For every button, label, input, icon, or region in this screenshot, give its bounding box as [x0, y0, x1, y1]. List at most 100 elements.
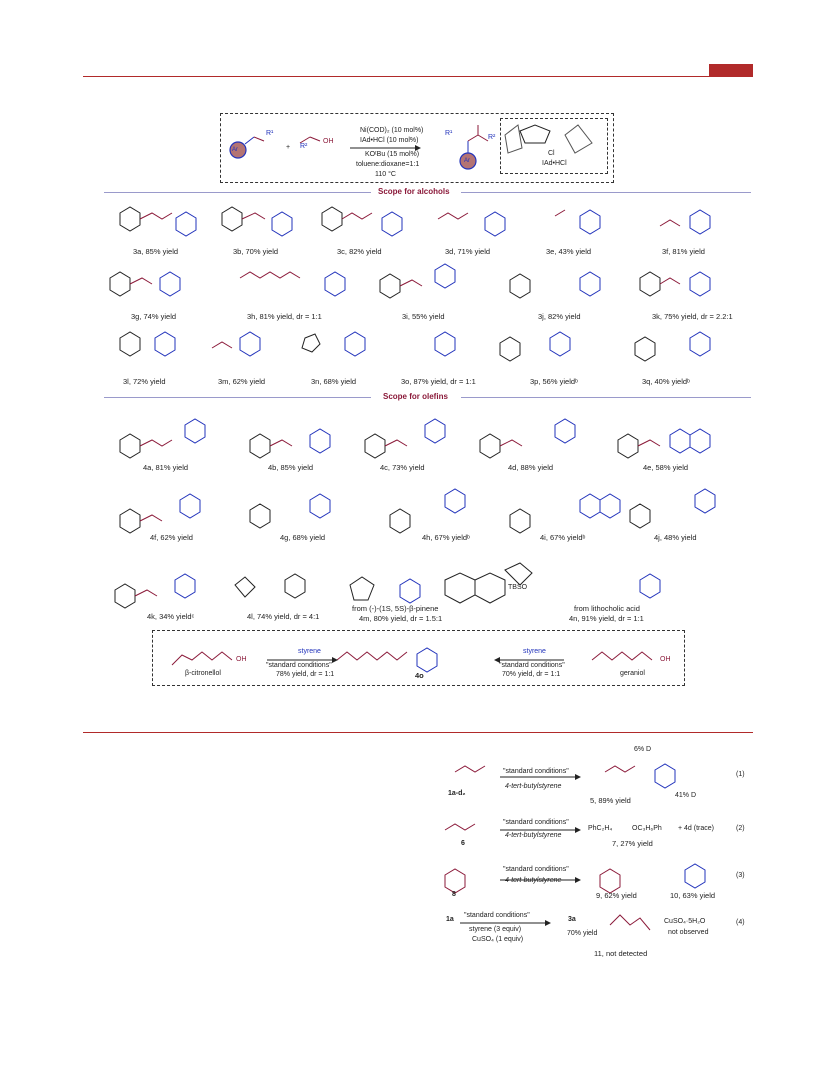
compound-3k-label: 3k, 75% yield, dr = 2.2:1 — [652, 312, 733, 321]
eq4-p2: 11, not detected — [594, 949, 648, 958]
olefin-scope-structures — [114, 418, 716, 609]
eq2-sm: 6 — [461, 840, 465, 847]
compound-3b-label: 3b, 70% yield — [233, 247, 279, 256]
eq2-cond1: "standard conditions" — [503, 819, 569, 826]
compound-4j-label: 4j, 48% yield — [654, 533, 697, 542]
eq3-num: (3) — [736, 872, 745, 879]
eq4-cond1: "standard conditions" — [464, 912, 530, 919]
eq4-cond3: CuSO₄ (1 equiv) — [472, 936, 524, 943]
compound-3c-label: 3c, 82% yield — [337, 247, 382, 256]
general-scheme-box — [220, 113, 614, 183]
eq1-cond1: "standard conditions" — [503, 768, 569, 775]
alcohol-scope-structures — [109, 206, 711, 362]
compound-4a-label: 4a, 81% yield — [143, 463, 189, 472]
eq4-p3a: CuSO₄·5H₂O — [664, 918, 706, 925]
compound-4l-label: 4l, 74% yield, dr = 4:1 — [247, 612, 320, 621]
scheme-r2: R² — [300, 143, 308, 150]
yield-right: 70% yield, dr = 1:1 — [502, 671, 561, 678]
styrene-right: styrene — [523, 648, 546, 655]
condition-4: toluene:dioxane=1:1 — [356, 161, 420, 168]
tbso-label: TBSO — [508, 584, 528, 591]
compound-3j-label: 3j, 82% yield — [538, 312, 581, 321]
compound-3f-label: 3f, 81% yield — [662, 247, 705, 256]
mechanism-structures — [444, 763, 706, 931]
eq3-prod2: 10, 63% yield — [670, 891, 716, 900]
eq4-p1: 3a — [568, 916, 576, 923]
ligand-box — [500, 118, 608, 174]
ligand-cl: Cl — [548, 150, 555, 157]
citronellol-name: β-citronellol — [185, 670, 221, 677]
geraniol-oh: OH — [660, 656, 671, 663]
compound-3h-label: 3h, 81% yield, dr = 1:1 — [247, 312, 322, 321]
compound-3d-label: 3d, 71% yield — [445, 247, 491, 256]
compound-4d-label: 4d, 88% yield — [508, 463, 554, 472]
eq1-sm: 1a-d₂ — [448, 790, 466, 797]
compound-4n-source: from lithocholic acid — [574, 604, 640, 613]
scheme-prod-r1: R¹ — [445, 130, 453, 137]
scheme-prod-r2: R² — [488, 134, 496, 141]
eq2-formula: PhC₂H₄ — [588, 825, 613, 832]
condition-3: KOᵗBu (15 mol%) — [365, 151, 420, 158]
compound-4g-label: 4g, 68% yield — [280, 533, 326, 542]
compound-4b-label: 4b, 85% yield — [268, 463, 314, 472]
olefins-rule-left — [104, 397, 371, 398]
ligand-label: IAd•HCl — [542, 160, 567, 167]
eq4-num: (4) — [736, 919, 745, 926]
eq2-cond2: 4-tert-butylstyrene — [505, 832, 562, 839]
header-page-tab — [709, 64, 753, 77]
scheme-ar-right: Ar — [464, 158, 470, 164]
compound-4o-label: 4o — [415, 671, 424, 680]
eq1-d41: 41% D — [675, 792, 697, 799]
compound-3i-label: 3i, 55% yield — [402, 312, 445, 321]
yield-left: 78% yield, dr = 1:1 — [276, 671, 335, 678]
terpene-structures — [171, 647, 653, 673]
compound-4f-label: 4f, 62% yield — [150, 533, 193, 542]
alcohols-rule-left — [104, 192, 371, 193]
compound-4k-label: 4k, 34% yieldᶜ — [147, 612, 195, 621]
alcohols-rule-right — [461, 192, 751, 193]
compound-3n-label: 3n, 68% yield — [311, 377, 357, 386]
compound-3o-label: 3o, 87% yield, dr = 1:1 — [401, 377, 476, 386]
compound-3a-label: 3a, 85% yield — [133, 247, 179, 256]
compound-3p-label: 3p, 56% yieldᵇ — [530, 377, 578, 386]
styrene-left: styrene — [298, 648, 321, 655]
eq1-num: (1) — [736, 771, 745, 778]
compound-4c-label: 4c, 73% yield — [380, 463, 425, 472]
alcohols-title: Scope for alcohols — [378, 187, 450, 196]
compound-4e-label: 4e, 58% yield — [643, 463, 689, 472]
general-scheme-drawing — [229, 124, 593, 170]
eq4-p1y: 70% yield — [567, 930, 598, 937]
compound-4i-label: 4i, 67% yieldᵇ — [540, 533, 586, 542]
scheme-ar-left: Ar — [232, 147, 238, 153]
compound-4m-label: 4m, 80% yield, dr = 1.5:1 — [359, 614, 443, 623]
condition-5: 110 °C — [375, 171, 396, 178]
eq1-prod: 5, 89% yield — [590, 796, 631, 805]
condition-2: IAd•HCl (10 mol%) — [360, 137, 419, 144]
compound-4m-source: from (-)-(1S, 5S)-β-pinene — [352, 604, 439, 613]
compound-4n-label: 4n, 91% yield, dr = 1:1 — [569, 614, 644, 623]
scheme-oh: OH — [323, 138, 334, 145]
compound-4h-label: 4h, 67% yieldᵇ — [422, 533, 470, 542]
condition-1: Ni(COD)₂ (10 mol%) — [360, 127, 424, 134]
compound-3l-label: 3l, 72% yield — [123, 377, 166, 386]
eq3-cond2: 4-tert-butylstyrene — [505, 877, 562, 884]
eq4-sm: 1a — [446, 916, 454, 923]
olefins-rule-right — [461, 397, 751, 398]
compound-3q-label: 3q, 40% yieldᵇ — [642, 377, 690, 386]
header-rule — [83, 76, 753, 77]
eq1-d6: 6% D — [634, 746, 652, 753]
eq3-sm: 8 — [452, 891, 456, 898]
terpene-alcohol-box — [152, 630, 685, 686]
eq4-p3b: not observed — [668, 929, 709, 936]
scheme-plus: + — [286, 144, 291, 151]
scheme-r1: R¹ — [266, 130, 274, 137]
std-cond-right: "standard conditions" — [499, 662, 565, 669]
compound-3m-label: 3m, 62% yield — [218, 377, 266, 386]
geraniol-name: geraniol — [620, 670, 645, 677]
compound-3g-label: 3g, 74% yield — [131, 312, 177, 321]
olefins-title: Scope for olefins — [383, 392, 448, 401]
eq2-plus: + 4d (trace) — [678, 825, 714, 832]
eq4-cond2: styrene (3 equiv) — [469, 926, 522, 933]
eq3-cond1: "standard conditions" — [503, 866, 569, 873]
section-divider — [83, 732, 753, 733]
